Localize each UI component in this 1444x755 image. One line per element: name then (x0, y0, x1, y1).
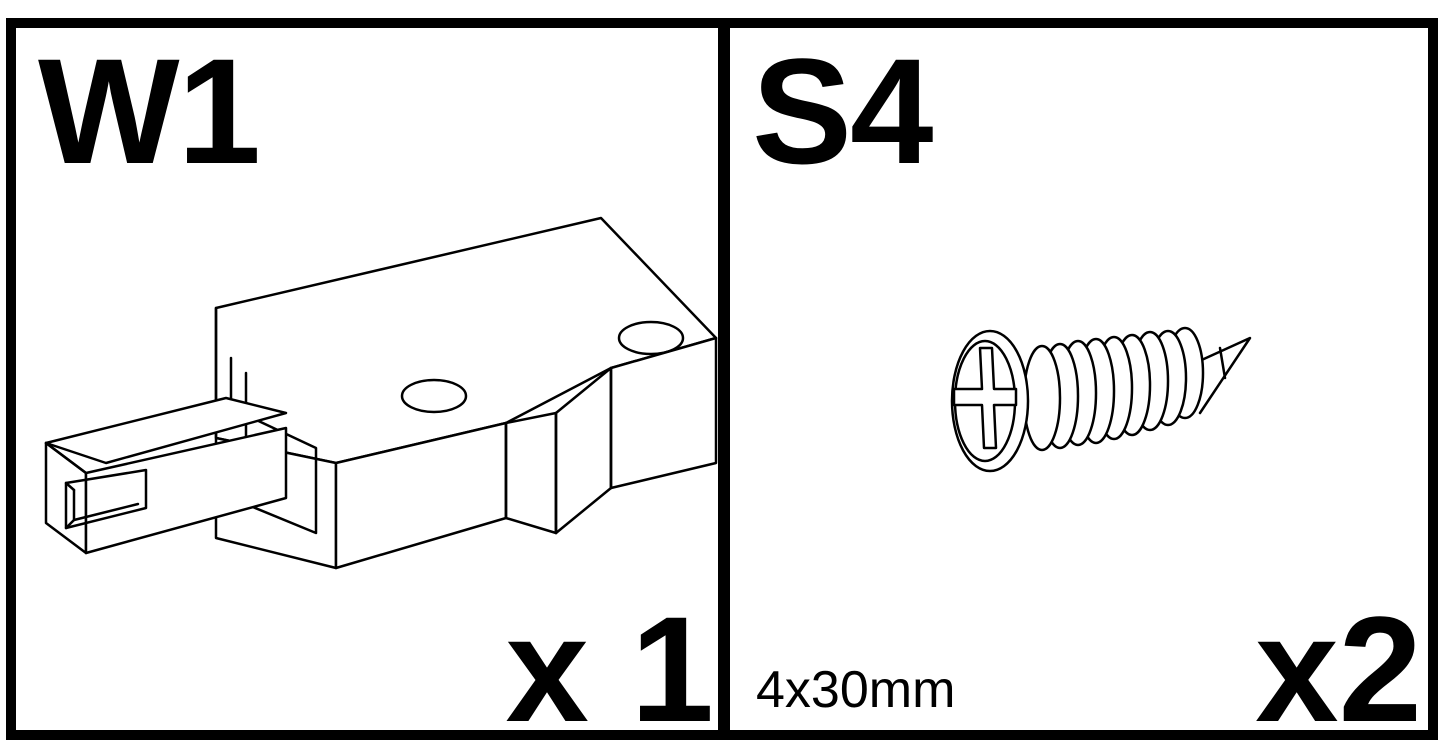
part-quantity: x 1 (505, 585, 714, 740)
connector-illustration (44, 216, 718, 570)
part-quantity: x2 (1255, 585, 1422, 740)
part-code: W1 (38, 27, 261, 195)
part-panel-s4: S4 4x30mm x2 (720, 18, 1438, 740)
part-code: S4 (752, 27, 933, 195)
screw-size: 4x30mm (756, 661, 956, 719)
screw-illustration (950, 326, 1252, 473)
part-panel-w1: W1 (6, 18, 728, 740)
